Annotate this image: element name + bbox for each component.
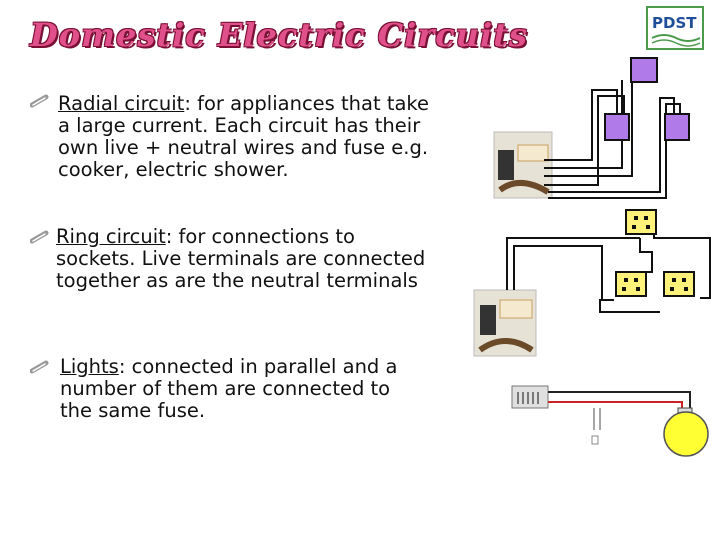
appliance-icon — [604, 113, 630, 141]
bullet-icon — [30, 94, 49, 108]
radial-keyword: Radial circuit — [58, 92, 185, 115]
fuse-box-image — [473, 289, 537, 357]
socket-icon — [663, 271, 695, 297]
lights-keyword: Lights — [60, 355, 119, 378]
fuse-box-image — [511, 385, 549, 409]
fuse-box-image — [493, 131, 553, 199]
appliance-icon — [664, 113, 690, 141]
socket-icon — [625, 209, 657, 235]
logo-text: PDST — [652, 14, 697, 32]
pdst-logo: PDST — [646, 6, 704, 50]
bullet-icon — [30, 230, 49, 244]
point-lights: Lights: connected in parallel and a numb… — [60, 355, 398, 422]
point-ring: Ring circuit: for connections to sockets… — [56, 225, 426, 292]
point-radial: Radial circuit: for appliances that take… — [58, 92, 430, 181]
bullet-icon — [30, 360, 49, 374]
appliance-icon — [630, 57, 658, 83]
ring-keyword: Ring circuit — [56, 225, 166, 248]
light-bulb-icon — [663, 411, 709, 457]
socket-icon — [615, 271, 647, 297]
slide-title: Domestic Electric Circuits — [30, 16, 528, 54]
